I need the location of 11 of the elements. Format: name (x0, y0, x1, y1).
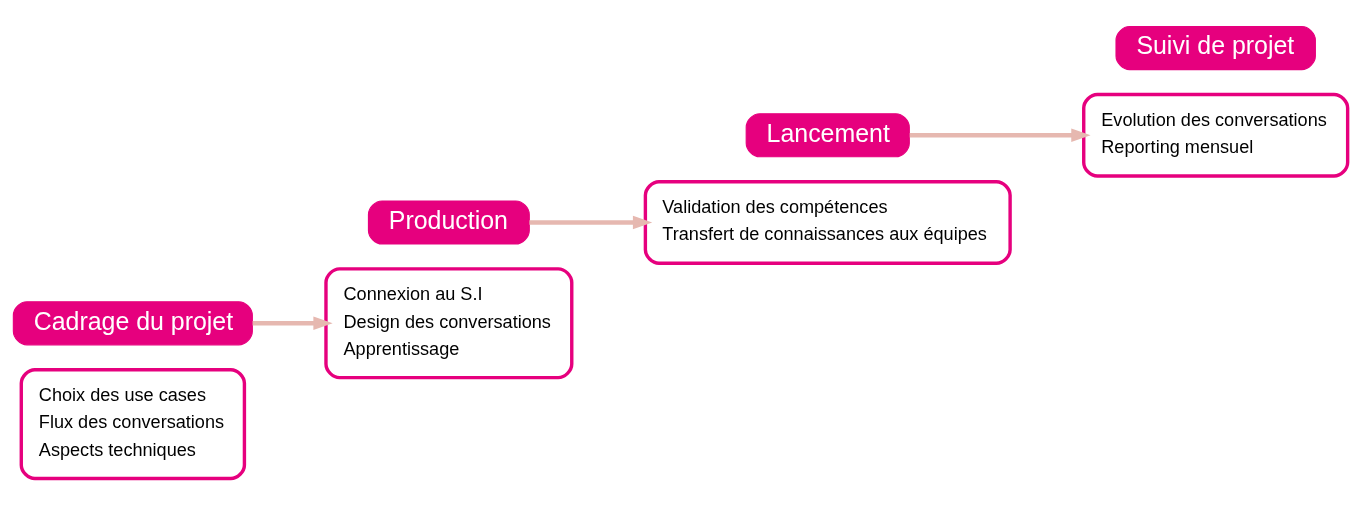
node-box: Evolution des conversations Reporting mensuel (1082, 92, 1350, 178)
arrow (529, 215, 653, 230)
node-box: Choix des use cases Flux des conversations Aspects techniques (19, 368, 247, 481)
node-box: Cadrage du projet (12, 301, 253, 346)
node-box: Connexion au S.I Design des conversations Apprentissage (324, 267, 574, 380)
node-box: Production (367, 200, 530, 245)
arrow (252, 316, 333, 331)
node-box: Lancement (745, 113, 910, 158)
node-box: Suivi de projet (1115, 25, 1316, 71)
arrow (909, 128, 1091, 143)
node-box: Validation des compétences Transfert de connaissances aux équipes (643, 180, 1012, 265)
